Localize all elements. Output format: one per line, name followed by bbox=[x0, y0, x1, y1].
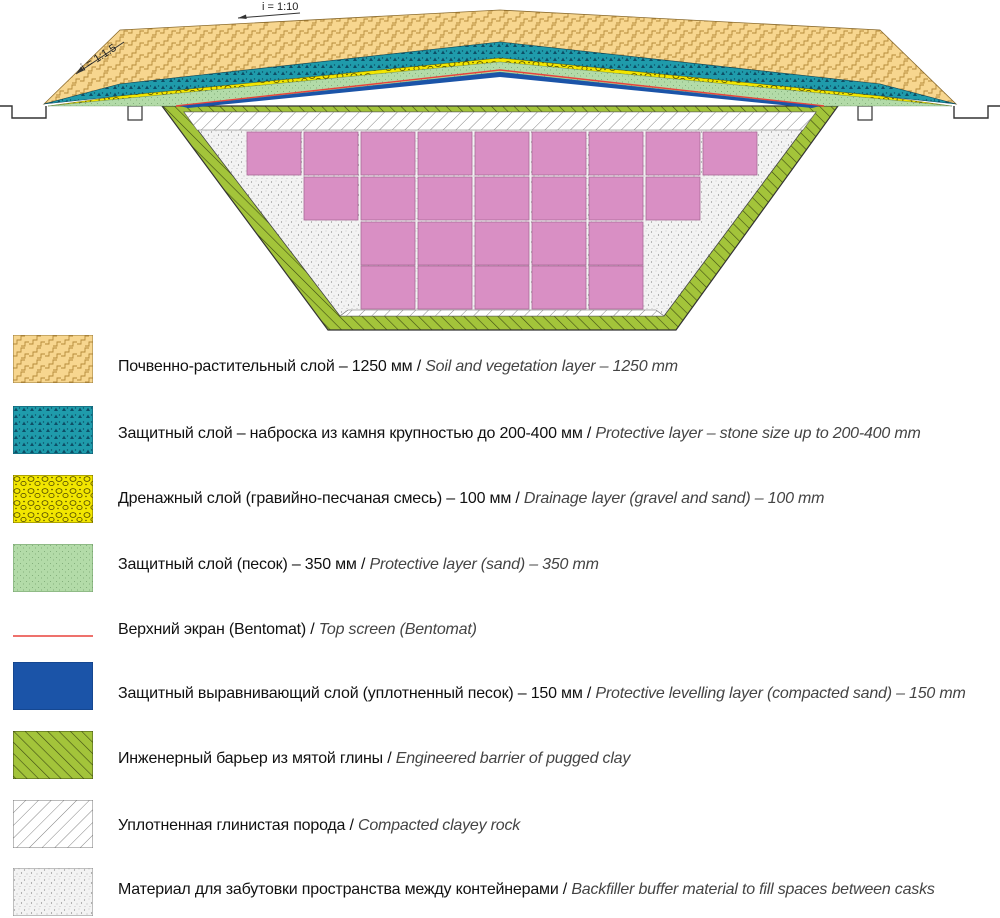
legend-label-ru: Защитный слой (песок) – 350 мм bbox=[118, 556, 357, 573]
levelling-swatch bbox=[13, 662, 93, 710]
compacted-rock-top bbox=[183, 111, 817, 131]
legend-item-clayey-rock: Уплотненная глинистая порода / Compacted… bbox=[0, 800, 1000, 850]
legend-label-ru: Материал для забутовки пространства межд… bbox=[118, 881, 559, 898]
ground-line-left bbox=[0, 105, 47, 119]
legend-label-en: Protective layer – stone size up to 200-… bbox=[595, 425, 921, 442]
clay-barrier-swatch bbox=[13, 731, 93, 779]
cask-container bbox=[588, 131, 644, 176]
cask-container bbox=[588, 176, 644, 221]
svg-text:i = 1:10: i = 1:10 bbox=[262, 1, 298, 13]
cask-container bbox=[531, 131, 587, 176]
cask-container bbox=[588, 221, 644, 266]
legend-label-en: Protective layer (sand) – 350 mm bbox=[369, 556, 599, 573]
cask-container bbox=[474, 176, 530, 221]
cask-container bbox=[417, 131, 473, 176]
cask-container bbox=[303, 131, 359, 176]
cask-container bbox=[645, 131, 701, 176]
top-screen-line bbox=[175, 69, 825, 107]
ground-line-right bbox=[953, 105, 1000, 119]
cask-container bbox=[417, 265, 473, 310]
drainage-swatch bbox=[13, 475, 93, 523]
cask-container bbox=[360, 176, 416, 221]
legend-item-top-screen: Верхний экран (Bentomat) / Top screen (B… bbox=[0, 612, 1000, 662]
compacted-rock-bottom bbox=[339, 309, 665, 317]
backfill-swatch bbox=[13, 868, 93, 916]
cask-container bbox=[360, 221, 416, 266]
ditch-left bbox=[127, 105, 143, 121]
cask-container bbox=[474, 265, 530, 310]
legend-label-en: Engineered barrier of pugged clay bbox=[395, 750, 631, 767]
cask-container bbox=[531, 221, 587, 266]
legend-item-protective-stone: Защитный слой – наброска из камня крупно… bbox=[0, 406, 1000, 456]
legend-label-en: Soil and vegetation layer – 1250 mm bbox=[425, 358, 678, 375]
cask-container bbox=[360, 265, 416, 310]
legend-label-en: Top screen (Bentomat) bbox=[318, 621, 477, 638]
cask-container bbox=[645, 176, 701, 221]
legend-label-en: Protective levelling layer (compacted sa… bbox=[595, 685, 966, 702]
cask-container bbox=[531, 265, 587, 310]
clayey-rock-swatch bbox=[13, 800, 93, 848]
protective-sand-swatch bbox=[13, 544, 93, 592]
legend-item-drainage: Дренажный слой (гравийно-песчаная смесь)… bbox=[0, 475, 1000, 525]
cask-container bbox=[360, 131, 416, 176]
legend-label-ru: Дренажный слой (гравийно-песчаная смесь)… bbox=[118, 490, 512, 507]
legend-item-soil: Почвенно-растительный слой – 1250 мм / S… bbox=[0, 335, 1000, 385]
legend-label-ru: Инженерный барьер из мятой глины bbox=[118, 750, 383, 767]
legend-label-ru: Верхний экран (Bentomat) bbox=[118, 621, 307, 638]
legend-item-backfill: Материал для забутовки пространства межд… bbox=[0, 868, 1000, 918]
protective-stone-swatch bbox=[13, 406, 93, 454]
slope-indicator-top: i = 1:10 bbox=[237, 1, 301, 19]
legend-label-en: Drainage layer (gravel and sand) – 100 m… bbox=[523, 490, 825, 507]
soil-vegetation-swatch bbox=[13, 335, 93, 383]
legend-label-ru: Почвенно-растительный слой – 1250 мм bbox=[118, 358, 413, 375]
cross-section-diagram: i = 1:10 i = 1:1.5 bbox=[0, 1, 1000, 331]
top-screen-line-swatch bbox=[13, 635, 93, 637]
legend-label-ru: Защитный слой – наброска из камня крупно… bbox=[118, 425, 583, 442]
ditch-right bbox=[857, 105, 873, 121]
cask-container bbox=[588, 265, 644, 310]
legend-item-clay-barrier: Инженерный барьер из мятой глины / Engin… bbox=[0, 731, 1000, 781]
legend-label-ru: Уплотненная глинистая порода bbox=[118, 817, 346, 834]
cask-container bbox=[417, 221, 473, 266]
legend-label-en: Backfiller buffer material to fill space… bbox=[571, 881, 935, 898]
cask-container bbox=[474, 131, 530, 176]
cask-container bbox=[531, 176, 587, 221]
cask-container bbox=[702, 131, 758, 176]
legend-item-levelling: Защитный выравнивающий слой (уплотненный… bbox=[0, 662, 1000, 712]
legend-label-en: Compacted clayey rock bbox=[358, 817, 521, 834]
cask-container bbox=[303, 176, 359, 221]
cask-container bbox=[246, 131, 302, 176]
casks-group bbox=[246, 131, 758, 310]
legend-item-protective-sand: Защитный слой (песок) – 350 мм / Protect… bbox=[0, 544, 1000, 594]
cask-container bbox=[417, 176, 473, 221]
legend-label-ru: Защитный выравнивающий слой (уплотненный… bbox=[118, 685, 583, 702]
cask-container bbox=[474, 221, 530, 266]
